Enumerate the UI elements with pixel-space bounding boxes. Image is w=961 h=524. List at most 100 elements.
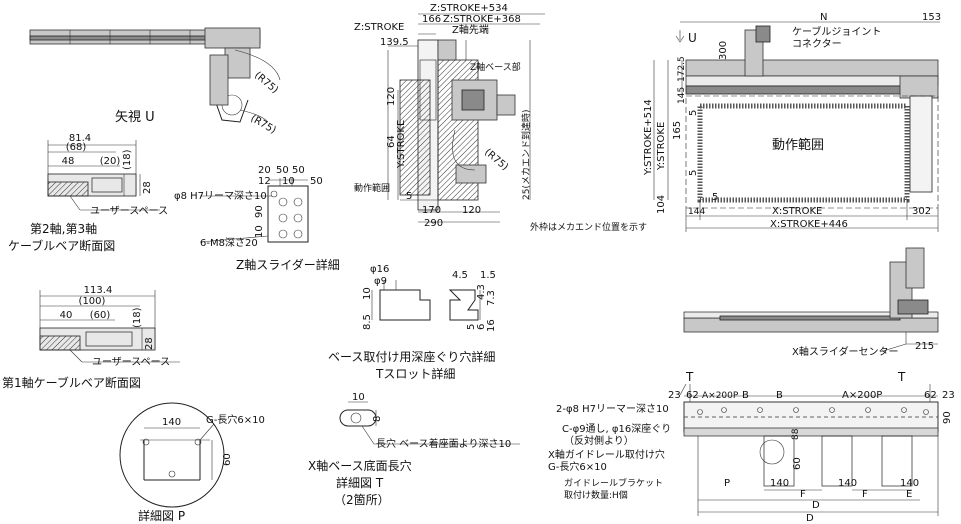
bottom-bracket-2: 取付け数量:H個	[564, 489, 628, 501]
bottom-d1: D	[812, 500, 820, 511]
base-mount-title-1: ベース取付け用深座ぐり穴詳細	[328, 349, 495, 364]
slot-title-2: 詳細図 T	[336, 475, 384, 490]
detail-p-drawing	[119, 402, 225, 508]
bottom-view-drawing	[679, 383, 939, 516]
axis23-title-line1: 第2軸,第3軸	[30, 222, 97, 236]
phi16-label: φ16	[370, 264, 389, 275]
dim-120-horiz: 120	[462, 205, 481, 216]
z-stroke-label: Z:STROKE	[354, 22, 404, 33]
axis23-title-line2: ケーブルベア断面図	[8, 238, 115, 253]
cable-joint-1: ケーブルジョイント	[792, 25, 881, 38]
base-dim-16: 16	[486, 319, 497, 332]
z-slider-dim-50b: 50	[292, 165, 305, 176]
phi9-label: φ9	[374, 276, 387, 287]
base-mount-title-2: Tスロット詳細	[375, 366, 455, 381]
bottom-dim-140c: 140	[900, 478, 919, 489]
axis23-dim-68: (68)	[66, 142, 87, 153]
view-u-drawing: (R75) (R75)	[29, 27, 281, 136]
axis1-cable-section	[39, 290, 180, 363]
bottom-b2: B	[776, 390, 783, 401]
bottom-t-left: T	[685, 370, 694, 384]
top-dim-302: 302	[912, 206, 931, 217]
bottom-e: E	[906, 489, 912, 500]
z-stroke-368: Z:STROKE+368	[443, 14, 521, 25]
mech-end-label: 25(メカエンド到達時)	[520, 110, 532, 200]
bottom-dim-60: 60	[792, 457, 803, 470]
base-dim-8-5: 8.5	[362, 314, 373, 330]
outer-frame-note: 外枠はメカエンド位置を示す	[530, 221, 647, 233]
top-dim-172-5: 172.5	[677, 56, 687, 82]
dim-120-vert: 120	[386, 87, 397, 106]
motion-range-top: 動作範囲	[772, 138, 824, 153]
axis23-dim-20: (20)	[100, 156, 121, 167]
z-tip-label: Z軸先端	[452, 23, 489, 36]
y-stroke-top: Y:STROKE	[656, 122, 667, 171]
y-stroke-514: Y:STROKE+514	[643, 99, 654, 176]
bottom-d2: D	[806, 513, 814, 524]
r75-label-a: (R75)	[252, 70, 280, 96]
axis23-cable-section	[47, 140, 160, 211]
axis23-dim-total: 81.4	[69, 133, 91, 144]
axis23-user-space: ユーザースペース	[90, 205, 168, 217]
slot-dim-8: 8	[372, 416, 383, 422]
axis1-dim-18: (18)	[132, 307, 143, 328]
z-slider-dim-20: 20	[258, 165, 271, 176]
base-mount-detail	[371, 280, 481, 321]
axis1-dim-28: 28	[144, 337, 155, 350]
dim-139-5: 139.5	[380, 37, 409, 48]
top-dim-5a: 5	[688, 110, 699, 116]
bottom-b1: B	[742, 390, 749, 401]
axis1-dim-total: 113.4	[84, 285, 113, 296]
bottom-guide-rail-1: X軸ガイドレール取付け穴	[548, 448, 665, 461]
z-stroke-534: Z:STROKE+534	[430, 3, 508, 14]
bottom-reamer: 2-φ8 H7リーマー深さ10	[556, 403, 669, 415]
axis1-dim-60: (60)	[90, 310, 111, 321]
bottom-c-hole-1: C-φ9通し, φ16深座ぐり	[562, 422, 671, 435]
slot-title-1: X軸ベース底面長穴	[308, 458, 412, 473]
bottom-dim-140a: 140	[770, 478, 789, 489]
bottom-t-right: T	[897, 370, 906, 384]
z-side-view-drawing	[387, 13, 545, 223]
slot-detail-t	[339, 401, 520, 445]
z-slider-dim-10b: 10	[254, 225, 265, 238]
bottom-f2: F	[862, 489, 868, 500]
top-dim-104: 104	[656, 195, 667, 214]
detail-p-slot: G-長穴6×10	[206, 413, 265, 426]
top-dim-153: 153	[922, 12, 941, 23]
z-slider-dim-90: 90	[254, 205, 265, 218]
base-dim-4-5: 4.5	[452, 270, 468, 281]
r75-label-b: (R75)	[249, 113, 278, 136]
x-slider-dim-215: 215	[915, 341, 934, 352]
axis1-dim-100: (100)	[79, 296, 106, 307]
base-dim-7-3: 7.3	[486, 290, 497, 306]
y-stroke-side: Y:STROKE	[396, 120, 407, 169]
dim-64: 64	[386, 135, 397, 148]
z-slider-title: Z軸スライダー詳細	[236, 257, 340, 272]
bottom-f1: F	[800, 489, 806, 500]
view-u-title: 矢視 U	[115, 110, 155, 125]
top-dim-165: 165	[672, 121, 683, 140]
bottom-bracket-1: ガイドレールブラケット	[564, 477, 663, 489]
dim-5-side: 5	[406, 191, 412, 202]
z-slider-detail	[199, 178, 309, 243]
top-dim-5c: 5	[712, 192, 718, 203]
axis23-dim-48: 48	[62, 156, 75, 167]
base-dim-6: 6	[476, 324, 487, 330]
axis1-user-space: ユーザースペース	[92, 356, 170, 368]
axis1-dim-40: 40	[60, 310, 73, 321]
x-stroke-446: X:STROKE+446	[770, 219, 848, 230]
bottom-dim-140b: 140	[838, 478, 857, 489]
base-dim-4-3: 4.3	[476, 284, 487, 300]
base-dim-5: 5	[466, 324, 477, 330]
dim-290: 290	[424, 218, 443, 229]
bottom-dim-90: 90	[942, 411, 953, 424]
slot-title-3: （2箇所）	[334, 493, 390, 507]
top-dim-n: N	[820, 12, 827, 23]
base-dim-10: 10	[362, 287, 373, 300]
axis23-dim-28: 28	[142, 181, 153, 194]
bottom-c-hole-2: （反対側より）	[564, 434, 634, 447]
motion-range-side: 動作範囲	[354, 182, 390, 194]
bottom-dim-23r: 23	[942, 390, 955, 401]
top-view-drawing	[653, 21, 940, 232]
dim-166: 166	[422, 14, 441, 25]
